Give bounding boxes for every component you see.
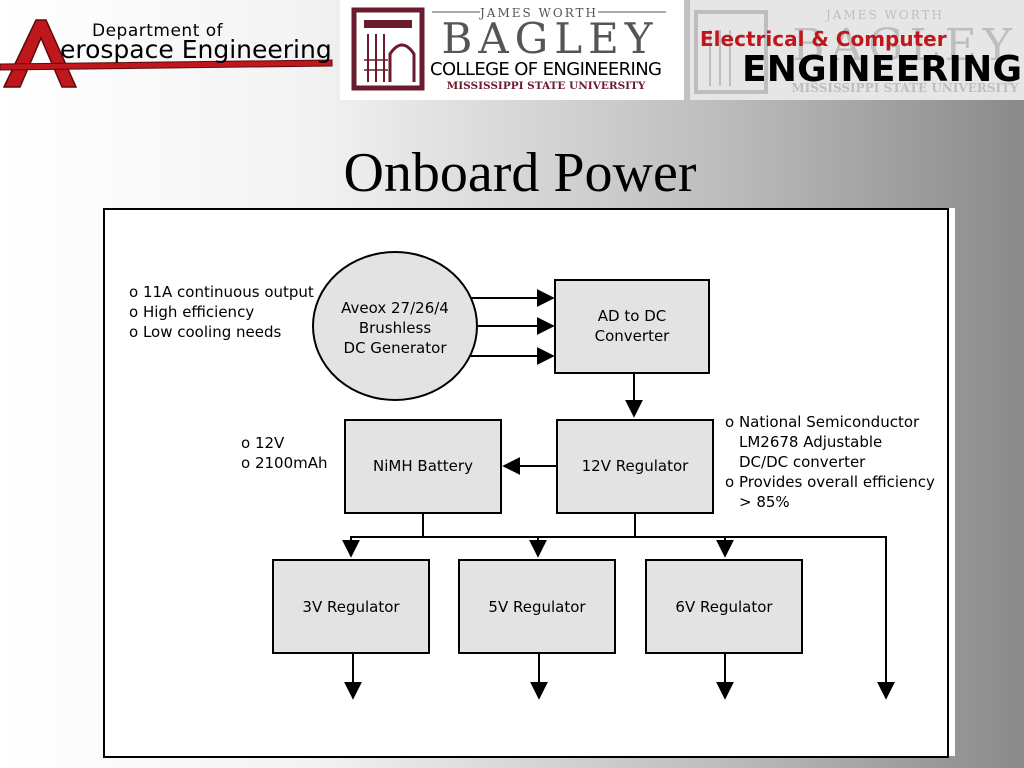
battery-note: o 12V	[241, 434, 285, 452]
battery-label: NiMH Battery	[373, 457, 473, 475]
generator-note: o 11A continuous output	[129, 283, 314, 301]
regulator-note: DC/DC converter	[739, 453, 866, 471]
bagley-university: MISSISSIPPI STATE UNIVERSITY	[447, 80, 646, 92]
generator-note: o High efficiency	[129, 303, 254, 321]
aero-line2: erospace Engineering	[60, 35, 332, 64]
generator-node: Aveox 27/26/4 Brushless DC Generator	[312, 251, 478, 401]
battery-node: NiMH Battery	[344, 419, 502, 514]
battery-note: o 2100mAh	[241, 454, 328, 472]
generator-label-2: Brushless	[359, 319, 431, 337]
ece-logo: JAMES WORTH BAGLEY MISSISSIPPI STATE UNI…	[690, 0, 1024, 100]
regulator-3v-label: 3V Regulator	[302, 598, 400, 616]
slide-title: Onboard Power	[343, 142, 697, 204]
aero-line1: Department of	[92, 21, 224, 41]
battery-notes: o 12V o 2100mAh	[241, 434, 328, 472]
converter-node: AD to DC Converter	[554, 279, 710, 374]
regulator-6v-label: 6V Regulator	[675, 598, 773, 616]
ece-line1: Electrical & Computer	[700, 27, 947, 51]
ece-line2: ENGINEERING	[742, 49, 1022, 90]
header-logos: Department of erospace Engineering JAMES…	[0, 0, 1024, 100]
regulator-note: LM2678 Adjustable	[739, 433, 882, 451]
aero-a-shape	[2, 19, 78, 88]
converter-label-2: Converter	[595, 327, 671, 345]
converter-label-1: AD to DC	[598, 307, 666, 325]
aero-swoosh	[0, 59, 333, 71]
regulator-note: > 85%	[739, 493, 790, 511]
distribution-bus	[342, 536, 895, 700]
regulator-6v-node: 6V Regulator	[645, 559, 803, 654]
regulator-note: o National Semiconductor	[725, 413, 920, 431]
regulator-note: o Provides overall efficiency	[725, 473, 935, 491]
regulator-12v-node: 12V Regulator	[556, 419, 714, 514]
bagley-college-logo: JAMES WORTH BAGLEY COLLEGE OF ENGINEERIN…	[340, 0, 684, 100]
generator-note: o Low cooling needs	[129, 323, 281, 341]
ece-background-bagley: JAMES WORTH BAGLEY MISSISSIPPI STATE UNI…	[694, 8, 1019, 95]
svg-text:MISSISSIPPI STATE UNIVERSITY: MISSISSIPPI STATE UNIVERSITY	[791, 81, 1019, 95]
regulator-5v-node: 5V Regulator	[458, 559, 616, 654]
regulator-3v-node: 3V Regulator	[272, 559, 430, 654]
svg-text:JAMES WORTH: JAMES WORTH	[824, 8, 944, 22]
diagram-shadow	[947, 208, 955, 756]
regulator-12v-label: 12V Regulator	[582, 457, 690, 475]
regulator-notes: o National Semiconductor LM2678 Adjustab…	[725, 413, 935, 511]
bagley-name: BAGLEY	[441, 14, 658, 63]
bagley-top: JAMES WORTH	[478, 6, 598, 20]
svg-text:BAGLEY: BAGLEY	[792, 20, 1018, 71]
generator-label-3: DC Generator	[344, 339, 448, 357]
bagley-college: COLLEGE OF ENGINEERING	[430, 59, 662, 80]
building-icon	[351, 7, 425, 91]
aerospace-engineering-logo: Department of erospace Engineering	[0, 0, 338, 100]
generator-label-1: Aveox 27/26/4	[341, 299, 449, 317]
power-diagram: Aveox 27/26/4 Brushless DC Generator AD …	[103, 208, 949, 758]
regulator-5v-label: 5V Regulator	[488, 598, 586, 616]
generator-notes: o 11A continuous output o High efficienc…	[129, 283, 314, 341]
